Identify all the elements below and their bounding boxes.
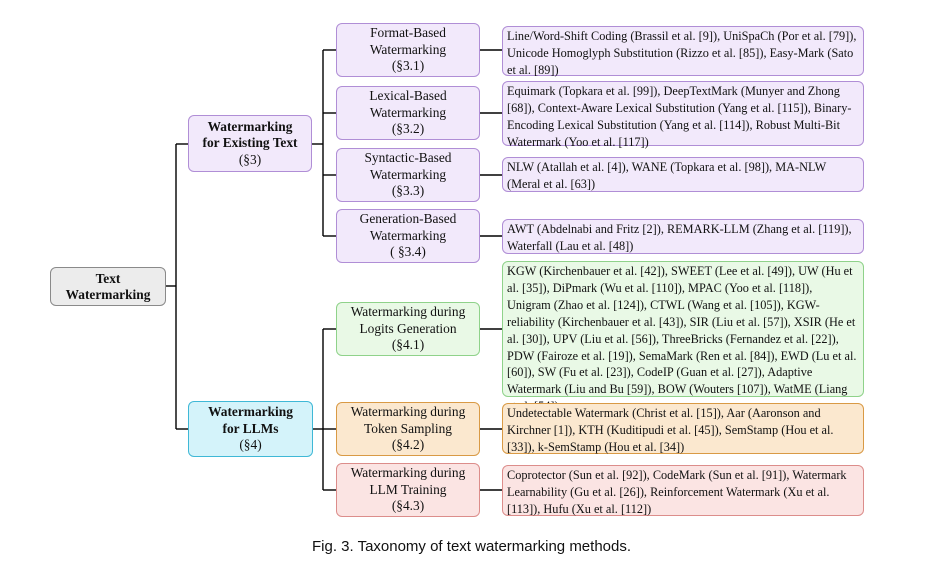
root-line1: Text — [95, 270, 121, 286]
leaf-format-methods: Line/Word-Shift Coding (Brassil et al. [… — [502, 26, 864, 77]
figure-caption: Fig. 3. Taxonomy of text watermarking me… — [311, 538, 632, 555]
syntactic-line1: Syntactic-Based — [364, 150, 452, 166]
node-syntactic-based: Syntactic-Based Watermarking (§3.3) — [336, 148, 480, 202]
format-line1: Format-Based — [370, 25, 446, 41]
syntactic-section: (§3.3) — [391, 183, 425, 199]
sampling-line2: Token Sampling — [364, 420, 452, 436]
llms-section: (§4) — [239, 437, 262, 453]
leaf-syntactic-methods: NLW (Atallah et al. [4]), WANE (Topkara … — [502, 157, 864, 192]
node-logits-generation: Watermarking during Logits Generation (§… — [336, 302, 480, 356]
logits-section: (§4.1) — [391, 337, 425, 353]
node-existing-text: Watermarking for Existing Text (§3) — [188, 115, 312, 172]
node-llm-training: Watermarking during LLM Training (§4.3) — [336, 463, 480, 517]
existing-section: (§3) — [238, 151, 262, 167]
generation-line1: Generation-Based — [359, 211, 457, 227]
format-line2: Watermarking — [369, 41, 447, 57]
sampling-line1: Watermarking during — [350, 404, 466, 420]
leaf-lexical-methods: Equimark (Topkara et al. [99]), DeepText… — [502, 81, 864, 149]
logits-line1: Watermarking during — [350, 304, 466, 320]
generation-section: ( §3.4) — [390, 244, 426, 260]
root-node: Text Watermarking — [50, 267, 166, 306]
leaf-training-methods: Coprotector (Sun et al. [92]), CodeMark … — [502, 465, 864, 516]
llms-line2: for LLMs — [222, 420, 279, 436]
generation-line2: Watermarking — [369, 227, 447, 243]
logits-line2: Logits Generation — [359, 320, 457, 336]
leaf-generation-methods: AWT (Abdelnabi and Fritz [2]), REMARK-LL… — [502, 219, 864, 254]
training-section: (§4.3) — [391, 498, 425, 514]
lexical-line2: Watermarking — [369, 104, 447, 120]
training-line2: LLM Training — [369, 481, 447, 497]
node-token-sampling: Watermarking during Token Sampling (§4.2… — [336, 402, 480, 456]
root-line2: Watermarking — [65, 286, 151, 302]
node-generation-based: Generation-Based Watermarking ( §3.4) — [336, 209, 480, 263]
leaf-logits-methods: KGW (Kirchenbauer et al. [42]), SWEET (L… — [502, 261, 864, 413]
syntactic-line2: Watermarking — [369, 166, 447, 182]
existing-line1: Watermarking — [207, 118, 293, 134]
leaf-sampling-methods: Undetectable Watermark (Christ et al. [1… — [502, 403, 864, 454]
existing-line2: for Existing Text — [202, 135, 298, 151]
lexical-section: (§3.2) — [391, 121, 425, 137]
node-llms: Watermarking for LLMs (§4) — [188, 401, 313, 457]
format-section: (§3.1) — [391, 58, 425, 74]
training-line1: Watermarking during — [350, 465, 466, 481]
node-format-based: Format-Based Watermarking (§3.1) — [336, 23, 480, 77]
sampling-section: (§4.2) — [391, 437, 425, 453]
llms-line1: Watermarking — [208, 404, 293, 420]
lexical-line1: Lexical-Based — [369, 88, 447, 104]
node-lexical-based: Lexical-Based Watermarking (§3.2) — [336, 86, 480, 140]
